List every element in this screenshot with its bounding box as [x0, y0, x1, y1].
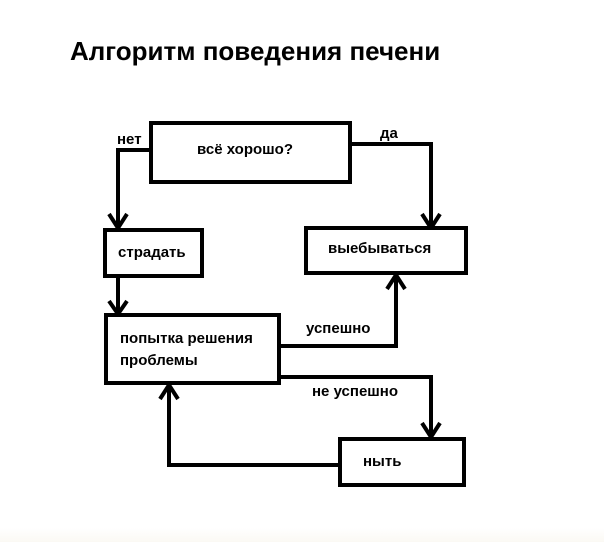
edge-no: [116, 148, 150, 228]
edge-fail: [279, 375, 433, 437]
bottom-fade: [0, 528, 604, 542]
edge-yes: [350, 142, 433, 228]
edge-label-no: нет: [117, 131, 142, 148]
node-question-label: всё хорошо?: [197, 141, 293, 158]
node-attempt: попытка решения проблемы: [104, 313, 281, 385]
node-suffer-label: страдать: [118, 244, 186, 261]
node-whine-label: ныть: [363, 453, 402, 470]
node-suffer: страдать: [103, 228, 204, 278]
edge-loop: [167, 385, 339, 467]
arrowhead-show-off-up: [385, 271, 407, 291]
edge-label-yes: да: [380, 125, 398, 142]
node-attempt-label-line1: попытка решения: [120, 330, 253, 347]
node-question: всё хорошо?: [149, 121, 352, 184]
edge-success: [279, 275, 398, 348]
edge-label-fail: не успешно: [312, 383, 399, 400]
node-whine: ныть: [338, 437, 466, 487]
node-show-off: выебываться: [304, 226, 468, 275]
arrowhead-attempt-up: [158, 381, 180, 401]
diagram-title: Алгоритм поведения печени: [70, 36, 441, 66]
node-attempt-label-line2: проблемы: [120, 352, 198, 369]
edge-label-success: успешно: [306, 320, 371, 337]
node-show-off-label: выебываться: [328, 240, 432, 257]
